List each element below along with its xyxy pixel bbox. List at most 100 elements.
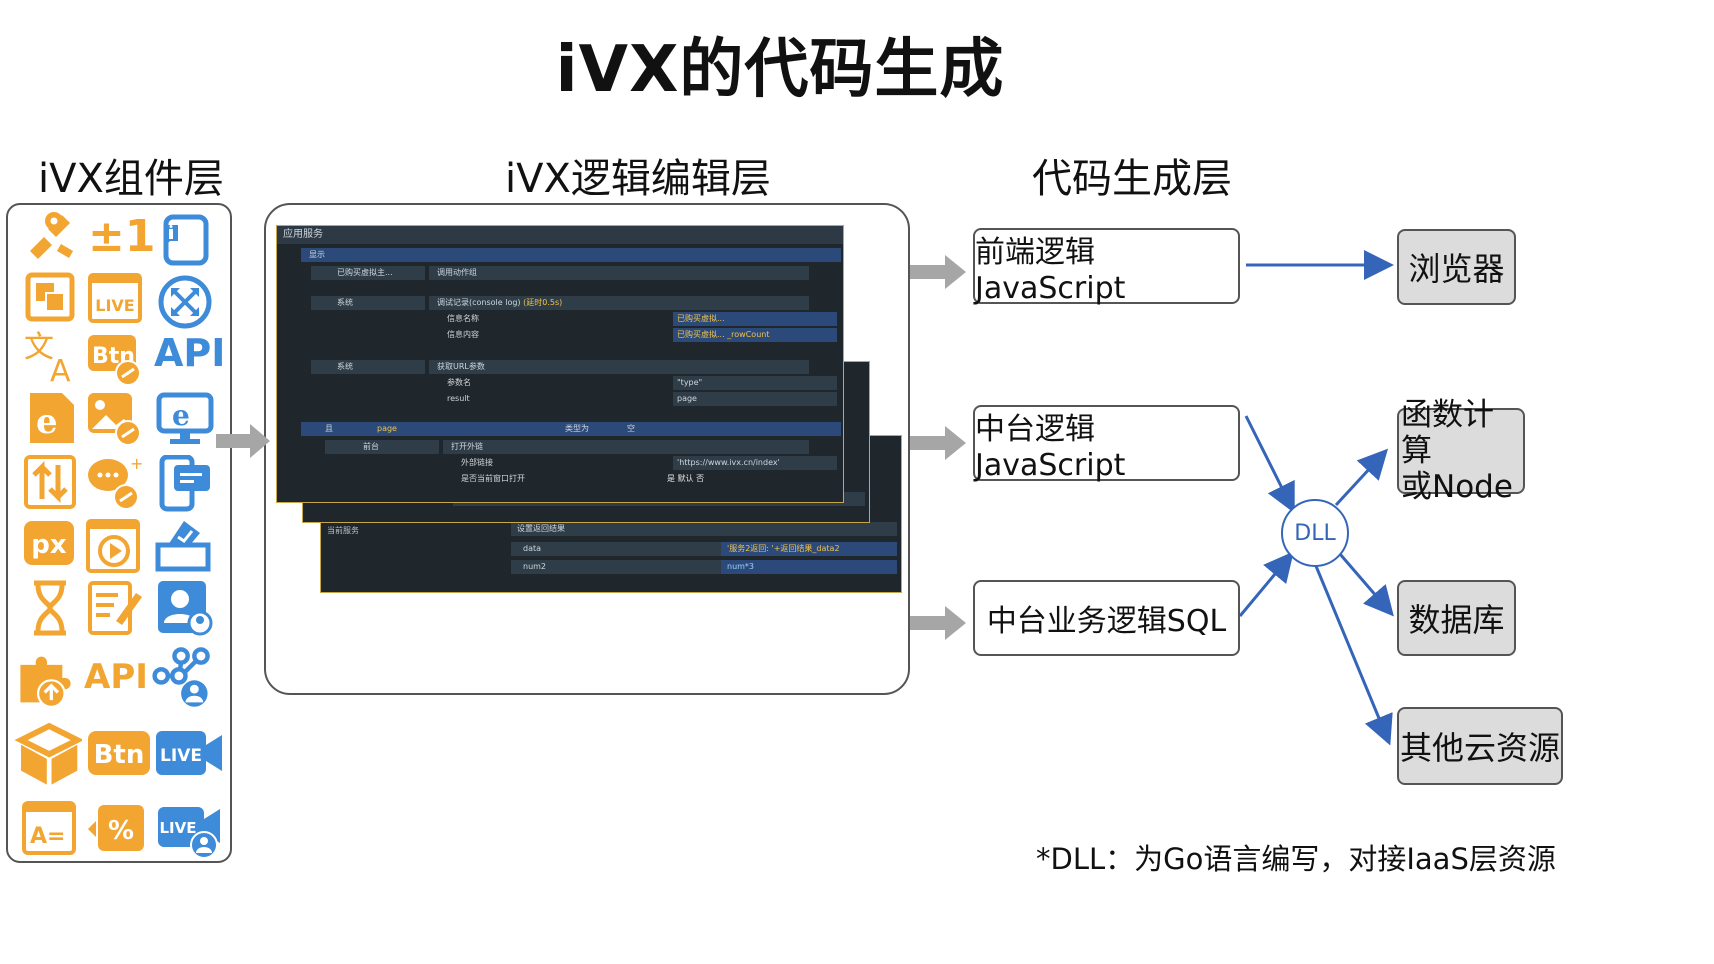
btn-link-icon: Btn [86,329,144,387]
column-heading-logic: iVX逻辑编辑层 [505,156,771,202]
svg-text:+: + [130,454,143,473]
editor-window-front: 应用服务 显示 已购买虚拟主... 调用动作组 系统 调试记录(console … [276,225,844,503]
live-user-icon: LIVE [156,799,222,861]
arrow-middle-to-dll [1244,415,1295,514]
arrow-dll-to-database [1338,553,1394,617]
external-link-label: 外部链接 [461,458,493,467]
result-value: page [677,394,697,403]
sort-icon [22,453,80,511]
api-orange-icon: API [84,657,148,697]
user-card-icon [156,579,214,637]
image-link-icon [86,389,144,447]
frontend-node-label: 前台 [363,442,379,451]
middle-sql-box: 中台业务逻辑SQL [973,580,1240,656]
info-name-label: 信息名称 [447,314,479,323]
percent-label: % [108,816,134,846]
arrow-dll-to-function [1334,448,1389,507]
svg-text:e: e [36,402,58,442]
data-param-label: data [523,544,542,553]
video-play-icon [86,517,144,575]
text-align-icon: A= [20,799,78,857]
middle-js-box: 中台逻辑JavaScript [973,405,1240,483]
open-current-window-label: 是否当前窗口打开 [461,474,525,483]
data-param-value: '服务2返回: '+返回结果_data2 [727,544,840,553]
condition-empty-label: 空 [627,424,635,433]
external-link-value: 'https://www.ivx.cn/index' [677,458,780,467]
frontend-js-box: 前端逻辑JavaScript [973,228,1240,306]
result-label: result [447,394,470,403]
console-log-label: 调试记录(console log) (延时0.5s) [437,298,563,307]
plus-minus-one-icon: ±1 [88,211,156,262]
network-user-icon [148,645,212,709]
function-line-1: 函数计算 [1401,397,1494,469]
puzzle-upload-icon [16,645,80,709]
layers-icon [22,269,80,327]
open-current-window-value: 是 默认 否 [667,474,705,483]
condition-type-label: 类型为 [565,424,589,433]
api-text-icon: API [154,331,226,375]
database-target: 数据库 [1397,580,1516,656]
arrow-dll-to-cloud [1314,565,1393,746]
info-panel-icon [156,211,214,269]
page-title: iVX的代码生成 [555,33,1005,107]
live-camera-label: LIVE [160,746,202,766]
monitor-e-icon: e [156,389,214,447]
num2-param-value: num*3 [727,562,755,571]
live-image-icon: LIVE [86,269,144,327]
gray-arrow-components-to-logic [216,424,270,458]
function-line-2: 或Node [1401,469,1513,505]
chat-link-icon: + [86,453,144,511]
system-node-label-1: 系统 [337,298,353,307]
editor-window-title: 应用服务 [277,226,843,244]
back-row-label: 当前服务 [327,526,359,535]
function-compute-target: 函数计算 或Node [1397,397,1525,505]
system-node-label-2: 系统 [337,362,353,371]
percent-icon: % [86,799,144,857]
dll-node: DLL [1281,499,1349,567]
px-label: px [31,530,67,560]
browser-e-icon: e [22,389,80,447]
info-name-value: 已购买虚拟... [677,314,725,323]
live-camera-icon: LIVE [154,723,224,783]
browser-target: 浏览器 [1397,229,1516,305]
action-target-label: 已购买虚拟主... [337,268,393,277]
condition-var-label: page [377,424,397,433]
mobile-chat-icon [156,455,214,513]
info-content-label: 信息内容 [447,330,479,339]
live-image-label: LIVE [95,296,134,315]
show-node-label: 显示 [309,250,325,259]
gray-arrow-to-frontend [910,255,966,289]
text-align-label: A= [30,824,65,849]
gray-arrow-to-sql [910,606,966,640]
expand-circle-icon [156,273,214,331]
svg-text:文: 文 [24,330,54,365]
column-heading-components: iVX组件层 [38,156,224,202]
logic-editor-panel: 当前服务 设置返回结果 data '服务2返回: '+返回结果_data2 nu… [264,203,910,695]
btn-orange-label: Btn [94,740,145,770]
box-icon [14,719,82,787]
svg-text:e: e [172,399,190,432]
get-url-param-label: 获取URL参数 [437,362,485,371]
param-name-label: 参数名 [447,378,471,387]
param-name-value: "type" [677,378,703,387]
arrow-sql-to-dll [1238,551,1294,617]
and-condition-label: 且 [325,424,333,433]
call-action-group-label: 调用动作组 [437,268,477,277]
px-icon: px [22,517,80,575]
btn-orange-icon: Btn [86,723,152,783]
dll-footnote: *DLL：为Go语言编写，对接IaaS层资源 [1036,842,1556,876]
location-icon [22,207,80,265]
hourglass-icon [22,579,80,637]
live-user-label: LIVE [160,819,197,837]
cloud-resources-target: 其他云资源 [1397,707,1563,785]
set-return-label: 设置返回结果 [517,524,565,533]
svg-text:A: A [50,354,71,385]
info-content-value: 已购买虚拟... _rowCount [677,330,770,339]
gray-arrow-to-middle [910,426,966,460]
edit-note-icon [86,579,144,637]
column-heading-codegen: 代码生成层 [1032,156,1232,202]
open-link-label: 打开外链 [451,442,483,451]
